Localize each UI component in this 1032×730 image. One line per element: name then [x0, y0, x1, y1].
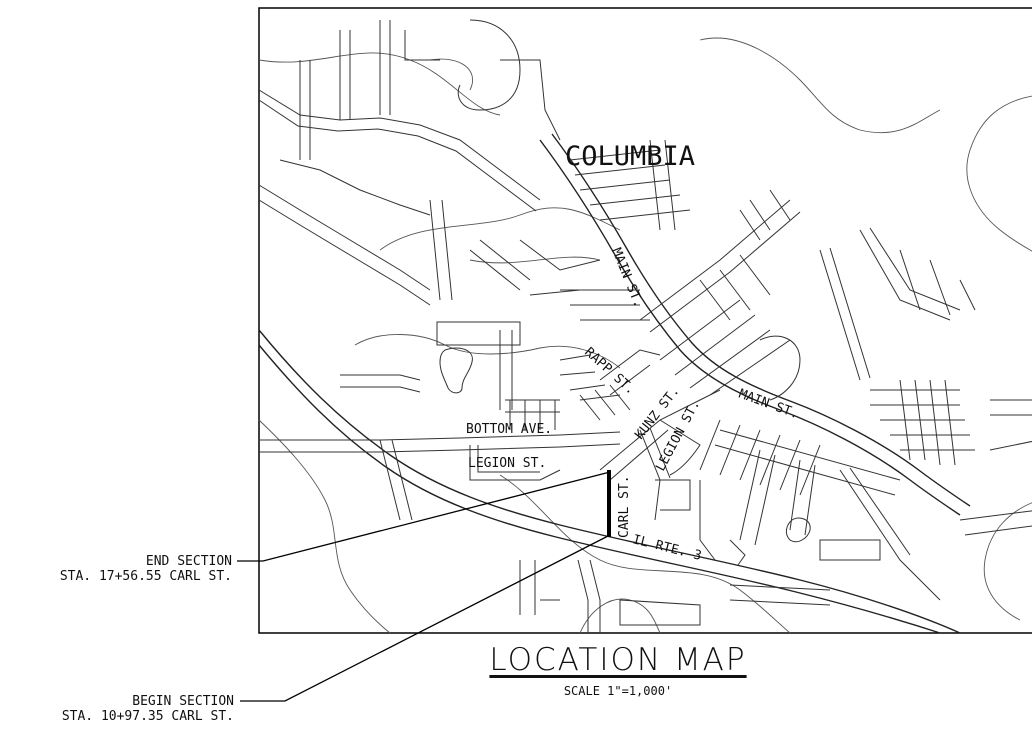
begin-section-station: STA. 10+97.35 CARL ST.	[61, 709, 234, 724]
town-label: COLUMBIA	[565, 141, 695, 172]
legion-st-west-label: LEGION ST.	[468, 456, 546, 471]
begin-section-leader	[240, 534, 611, 702]
map-title: LOCATION MAP	[489, 642, 747, 678]
il-rte-3-label: IL RTE. 3	[631, 532, 703, 564]
begin-section-title: BEGIN SECTION	[132, 694, 234, 709]
street-grid	[258, 19, 1032, 633]
map-scale: SCALE 1"=1,000'	[563, 684, 673, 698]
rapp-st-label: RAPP ST.	[581, 345, 638, 398]
end-section-title: END SECTION	[145, 554, 232, 569]
il-rte-3-highway	[258, 329, 961, 634]
end-section-leader	[237, 471, 611, 562]
main-st-road	[539, 133, 971, 516]
title-block: LOCATION MAP SCALE 1"=1,000'	[380, 642, 856, 698]
bottom-ave-label: BOTTOM AVE.	[466, 422, 552, 437]
terrain-contours	[258, 37, 1032, 634]
end-section-callout: END SECTION STA. 17+56.55 CARL ST.	[60, 554, 232, 584]
end-section-station: STA. 17+56.55 CARL ST.	[59, 569, 232, 584]
map-frame	[258, 7, 1032, 634]
main-st-north-label: MAIN ST.	[608, 246, 645, 310]
begin-section-callout: BEGIN SECTION STA. 10+97.35 CARL ST.	[62, 694, 234, 724]
lake-shapes	[439, 347, 811, 543]
carl-st-label: CARL ST.	[617, 475, 632, 538]
